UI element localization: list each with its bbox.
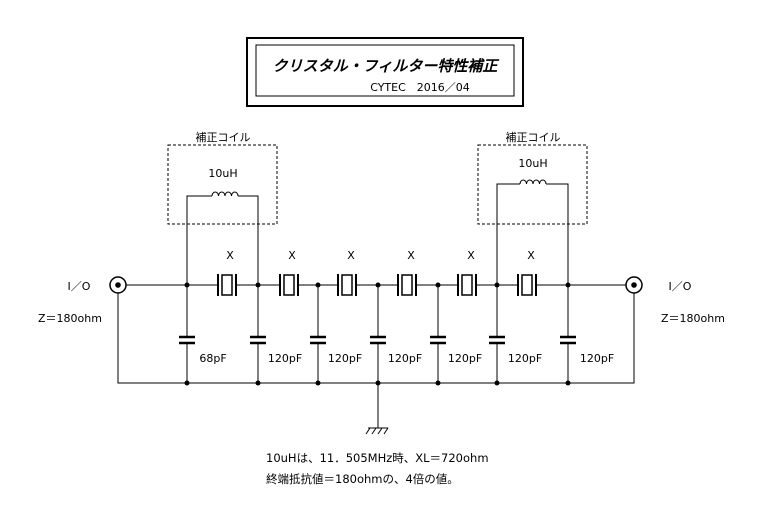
- crystal-x6: [517, 274, 537, 296]
- left-coil-box: [167, 144, 278, 225]
- right-port-label: I／O: [669, 280, 692, 293]
- capacitor-c6: [489, 335, 505, 345]
- right-coil-box: [477, 144, 588, 225]
- crystal-x3: [337, 274, 357, 296]
- capacitor-c2: [250, 335, 266, 345]
- capacitor-label-7: 120pF: [580, 352, 614, 365]
- title-main: クリスタル・フィルター特性補正: [273, 57, 501, 75]
- junction-dots: [184, 282, 571, 386]
- capacitor-label-5: 120pF: [448, 352, 482, 365]
- capacitor-c5: [430, 335, 446, 345]
- title-sub: CYTEC 2016／04: [370, 81, 470, 94]
- capacitor-label-3: 120pF: [328, 352, 362, 365]
- title-frame-outer: [246, 37, 524, 107]
- right-coil-wire: [496, 183, 569, 285]
- ground-symbol: [365, 427, 389, 435]
- crystal-mark-2: X: [288, 249, 296, 262]
- right-coil-box-label: 補正コイル: [506, 131, 561, 144]
- crystal-mark-6: X: [527, 249, 535, 262]
- capacitor-label-6: 120pF: [508, 352, 542, 365]
- left-port-label: I／O: [68, 280, 91, 293]
- crystal-x1: [217, 274, 237, 296]
- capacitor-c4: [370, 335, 386, 345]
- left-coil-box-label: 補正コイル: [196, 131, 251, 144]
- capacitor-c7: [560, 335, 576, 345]
- crystal-mark-5: X: [467, 249, 475, 262]
- note-line-2: 終端抵抗値＝180ohmの、4倍の値。: [266, 472, 459, 486]
- left-coil-value: 10uH: [208, 167, 237, 180]
- crystal-x5: [457, 274, 477, 296]
- capacitor-label-2: 120pF: [268, 352, 302, 365]
- right-coil-value: 10uH: [518, 157, 547, 170]
- right-coil-inductor: [519, 179, 547, 185]
- crystal-mark-4: X: [407, 249, 415, 262]
- capacitor-label-1: 68pF: [199, 352, 226, 365]
- crystal-mark-1: X: [226, 249, 234, 262]
- crystal-x4: [397, 274, 417, 296]
- capacitor-c1: [179, 335, 195, 345]
- left-connector: [109, 276, 127, 294]
- capacitor-c3: [310, 335, 326, 345]
- left-coil-inductor: [211, 191, 239, 197]
- left-port-impedance: Z＝180ohm: [38, 312, 102, 325]
- crystal-x2: [279, 274, 299, 296]
- right-port-impedance: Z＝180ohm: [661, 312, 725, 325]
- right-connector: [625, 276, 643, 294]
- crystal-mark-3: X: [347, 249, 355, 262]
- title-frame-inner: [255, 44, 515, 97]
- capacitor-legs: [186, 285, 569, 383]
- note-line-1: 10uHは、11．505MHz時、XL＝720ohm: [266, 451, 489, 465]
- capacitor-label-4: 120pF: [388, 352, 422, 365]
- left-coil-wire: [186, 195, 259, 285]
